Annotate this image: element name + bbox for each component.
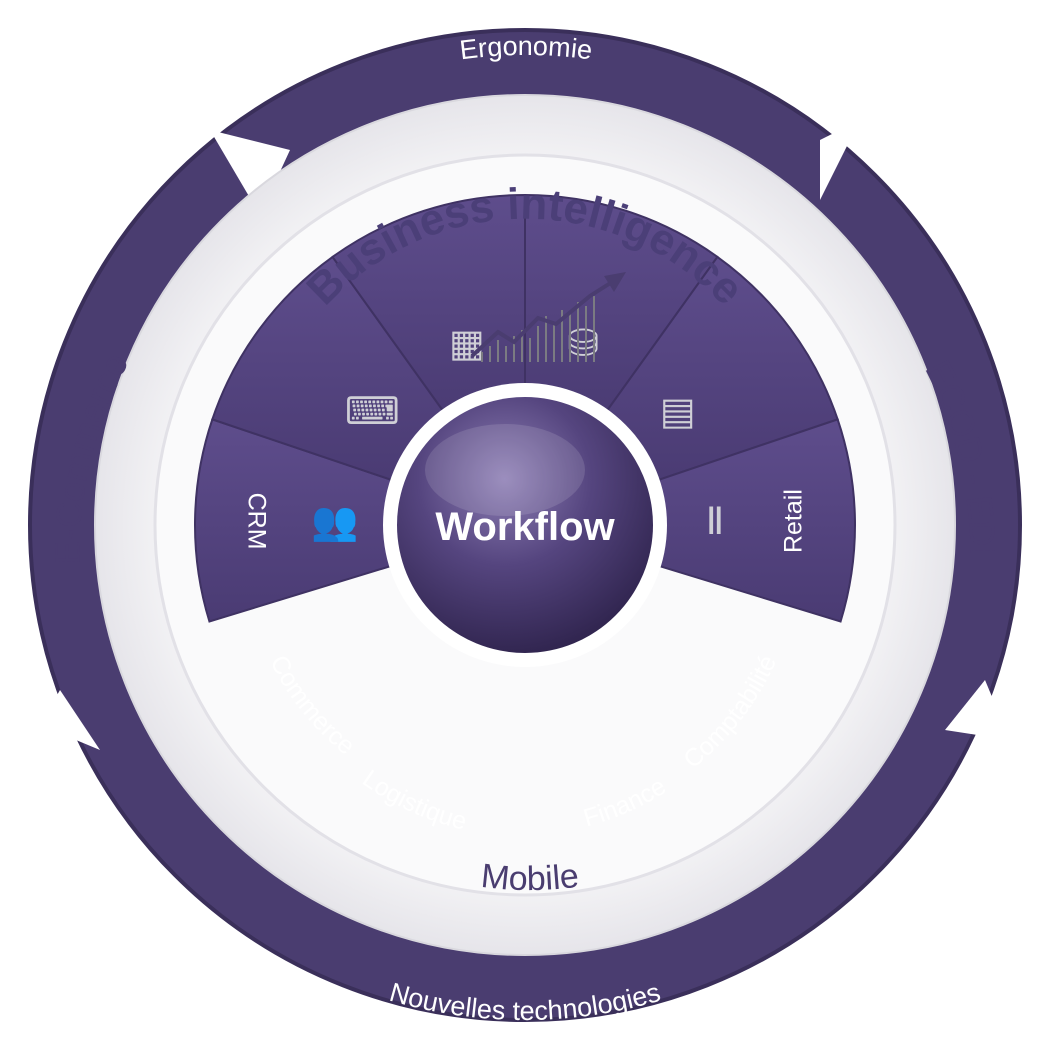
workflow-label: Workflow xyxy=(435,505,615,549)
ring-arrow-bottom-left xyxy=(40,690,100,750)
svg-text:Ergonomie: Ergonomie xyxy=(458,31,594,65)
people-icon: 👥 xyxy=(311,501,358,543)
ring-arrow-bottom-right xyxy=(945,680,1010,740)
barcode-icon: Ⅱ xyxy=(706,501,725,543)
svg-text:Mobile: Mobile xyxy=(479,857,581,898)
trend-chart-icon xyxy=(470,272,626,362)
keyboard-icon: ⌨ xyxy=(345,391,400,433)
ring-arrow-top-left xyxy=(210,130,290,215)
ring-arrow-top-right xyxy=(820,120,860,200)
boxes-icon: ▦ xyxy=(449,323,485,365)
calculator-icon: ▤ xyxy=(660,391,696,433)
module-label-retail: Retail xyxy=(780,489,808,553)
workflow-sphere[interactable] xyxy=(397,397,653,653)
flexibilite-label: Flexibilité xyxy=(1021,469,1049,586)
svg-text:Flexibilité: Flexibilité xyxy=(1021,469,1049,586)
module-label-crm: CRM xyxy=(242,493,270,550)
ergonomie-label: Ergonomie xyxy=(458,31,594,65)
mobile-label: Mobile xyxy=(479,857,581,898)
